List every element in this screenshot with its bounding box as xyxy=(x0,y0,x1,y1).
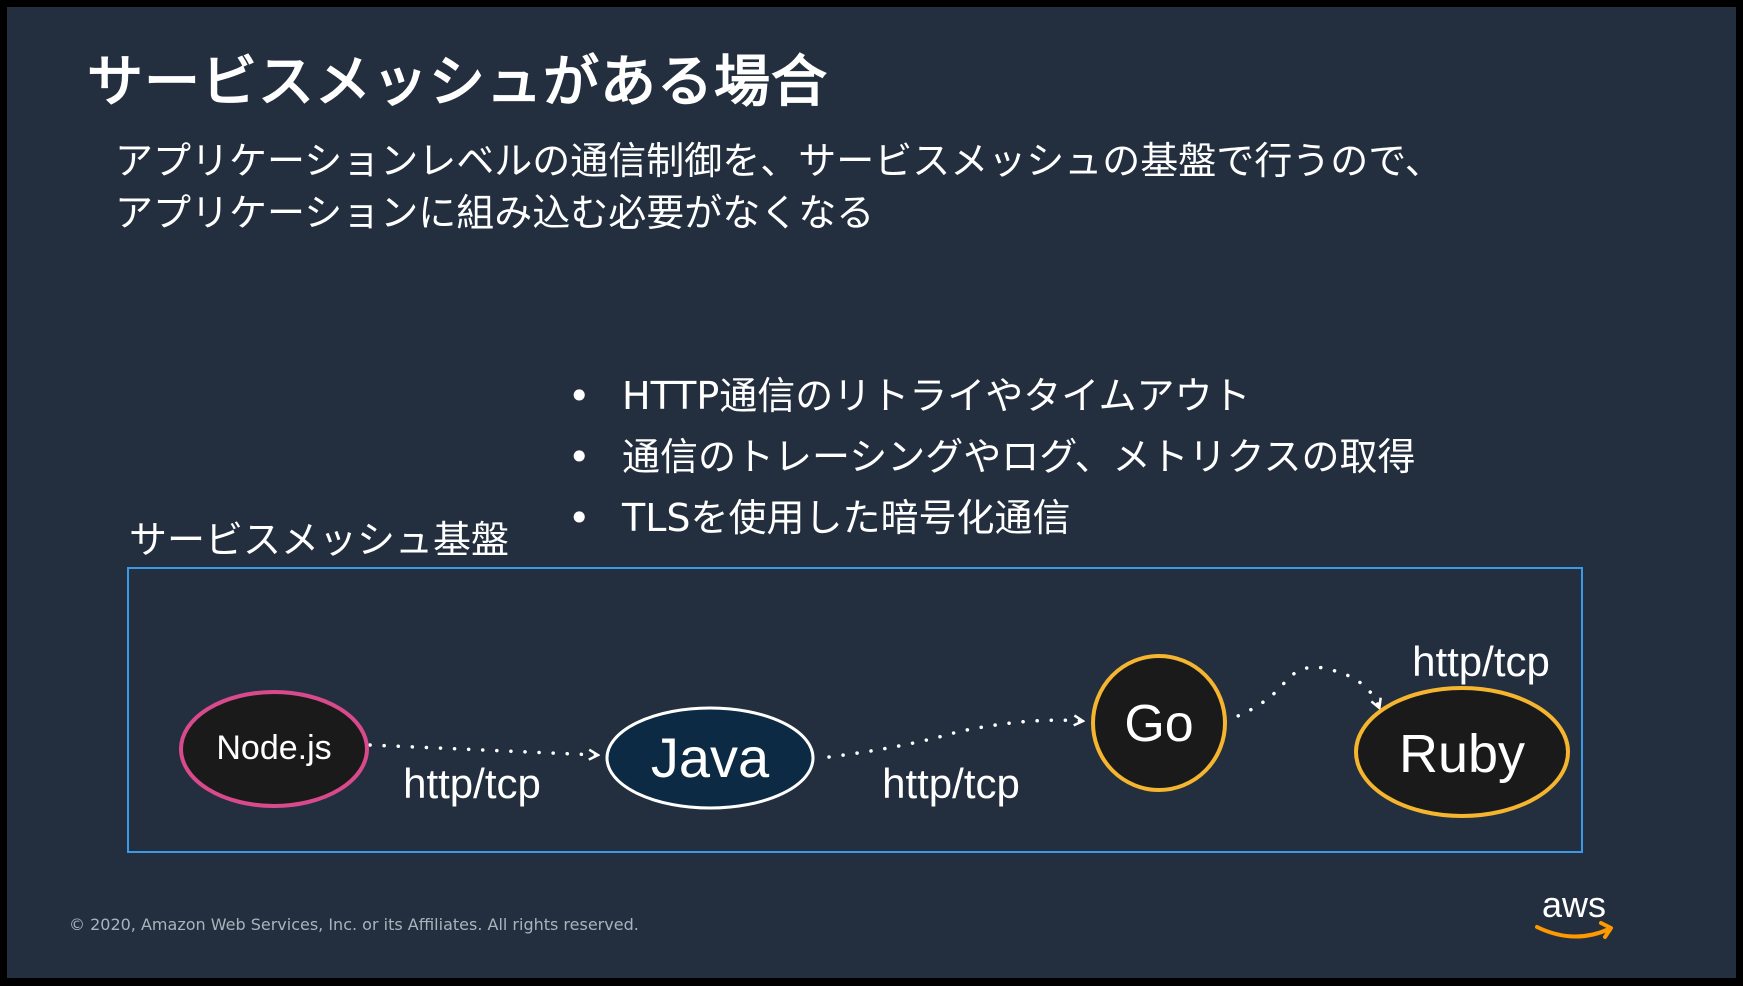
aws-logo-icon: aws xyxy=(1535,887,1613,939)
bullet-icon: • xyxy=(568,374,591,418)
feature-item: • TLSを使用した暗号化通信 xyxy=(568,495,1415,556)
feature-list: • HTTP通信のリトライやタイムアウト • 通信のトレーシングやログ、メトリク… xyxy=(568,373,1416,556)
slide-title: サービスメッシュがある場合 xyxy=(87,50,828,115)
node-java-shape xyxy=(605,706,815,810)
node-ruby: Ruby xyxy=(1354,686,1570,818)
node-go-shape xyxy=(1091,654,1227,792)
edge-java-go xyxy=(827,720,1082,759)
intro-text: アプリケーションレベルの通信制御を、サービスメッシュの基盤で行うので、 アプリケ… xyxy=(115,135,1443,239)
feature-text: TLSを使用した暗号化通信 xyxy=(622,496,1071,540)
service-mesh-box xyxy=(127,567,1583,853)
feature-item: • HTTP通信のリトライやタイムアウト xyxy=(568,373,1415,434)
edge-label: http/tcp xyxy=(403,760,541,807)
node-go: Go xyxy=(1091,654,1227,792)
node-java: Java xyxy=(605,706,815,810)
node-java-label: Java xyxy=(651,726,770,789)
aws-smile-arrowhead xyxy=(1599,921,1613,939)
aws-smile-arrow xyxy=(1535,925,1611,939)
edge-node-java xyxy=(368,743,597,755)
node-nodejs: Node.js xyxy=(179,690,369,808)
node-ruby-label: Ruby xyxy=(1399,724,1525,784)
bullet-icon: • xyxy=(568,496,591,540)
feature-item: • 通信のトレーシングやログ、メトリクスの取得 xyxy=(568,434,1416,495)
feature-text: HTTP通信のリトライやタイムアウト xyxy=(622,374,1251,418)
service-mesh-label: サービスメッシュ基盤 xyxy=(129,518,510,562)
node-ruby-shape xyxy=(1354,686,1570,818)
copyright-footer: © 2020, Amazon Web Services, Inc. or its… xyxy=(69,915,639,934)
feature-text: 通信のトレーシングやログ、メトリクスの取得 xyxy=(622,435,1416,479)
aws-logo-text: aws xyxy=(1542,887,1606,925)
edge-label: http/tcp xyxy=(1412,638,1550,685)
edge-label: http/tcp xyxy=(882,760,1020,807)
intro-line: アプリケーションレベルの通信制御を、サービスメッシュの基盤で行うので、 xyxy=(115,139,1443,183)
node-nodejs-label: Node.js xyxy=(216,729,331,767)
node-nodejs-shape xyxy=(179,690,369,808)
bullet-icon: • xyxy=(568,435,591,479)
edge-go-ruby xyxy=(1223,665,1379,723)
intro-line: アプリケーションに組み込む必要がなくなる xyxy=(115,191,875,235)
service-diagram: http/tcp http/tcp http/tcp Node.js Java … xyxy=(179,638,1570,818)
slide: サービスメッシュがある場合 アプリケーションレベルの通信制御を、サービスメッシュ… xyxy=(7,7,1736,978)
node-go-label: Go xyxy=(1124,695,1193,753)
